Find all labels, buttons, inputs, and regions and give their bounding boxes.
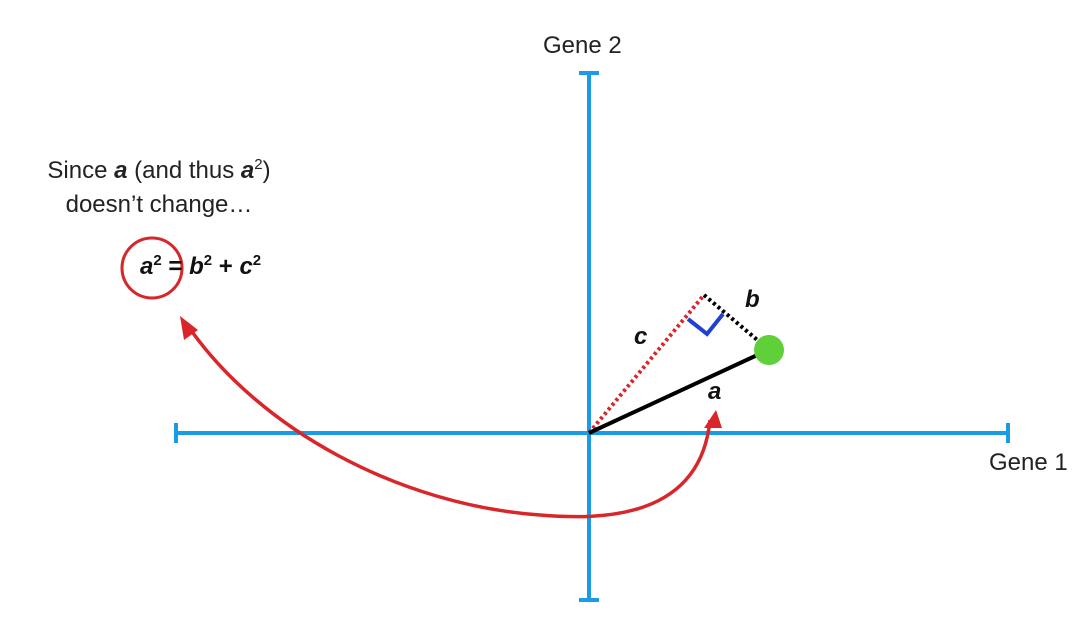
highlight-circle	[120, 236, 184, 300]
curved-arrow	[180, 316, 722, 519]
segment-c-label: c	[634, 323, 648, 350]
data-point	[754, 335, 784, 365]
pythagorean-equation: a2 = b2 + c2	[140, 252, 262, 280]
caption-line-2: doesn’t change…	[65, 191, 253, 218]
segment-c-line	[587, 293, 706, 435]
caption-var-a-squared: a	[240, 157, 255, 184]
segment-a-line	[588, 349, 767, 435]
gene2-axis	[579, 71, 599, 602]
segment-b-line	[702, 293, 770, 351]
right-angle-marker	[686, 312, 725, 337]
segment-b-label: b	[745, 286, 760, 313]
y-axis-label: Gene 2	[543, 32, 622, 59]
caption-text: Since a (and thus a2) doesn’t change…	[14, 148, 304, 222]
x-axis-label: Gene 1	[989, 449, 1068, 476]
segment-a-label: a	[708, 378, 722, 405]
caption-line-1: Since a (and thus a2)	[47, 156, 271, 184]
caption-var-a: a	[114, 157, 128, 184]
